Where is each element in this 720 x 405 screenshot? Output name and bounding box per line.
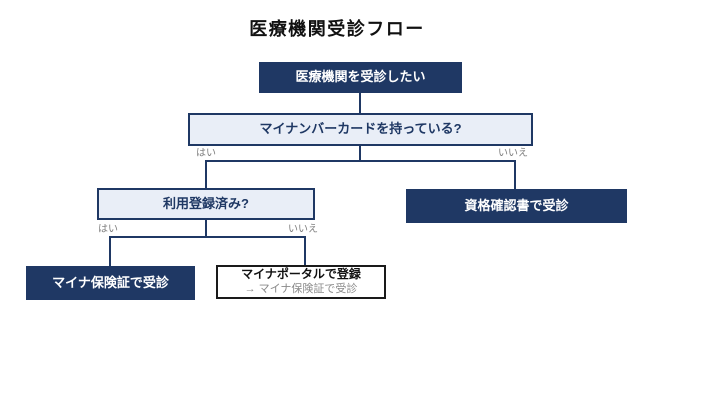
connector-q1-no-vertical: [514, 160, 516, 189]
connector-q2-branch-horizontal: [109, 236, 306, 238]
node-question-registered: 利用登録済み?: [97, 188, 315, 220]
node-outcome-register-portal: マイナポータルで登録 → マイナ保険証で受診: [216, 265, 386, 299]
connector-q1-yes-vertical: [205, 160, 207, 188]
connector-q2-stem: [205, 220, 207, 237]
connector-start-to-q1: [359, 93, 361, 113]
branch-label-q1-no: いいえ: [498, 148, 528, 159]
node-outcome-register-portal-line1: マイナポータルで登録: [241, 267, 361, 282]
connector-q2-yes-vertical: [109, 236, 111, 266]
branch-label-q1-yes: はい: [196, 148, 216, 159]
node-start: 医療機関を受診したい: [259, 62, 462, 93]
node-outcome-myna-insurance: マイナ保険証で受診: [26, 266, 195, 300]
node-question-has-mynumber-card: マイナンバーカードを持っている?: [188, 113, 533, 146]
connector-q1-stem: [359, 145, 361, 162]
node-outcome-register-portal-line2: → マイナ保険証で受診: [244, 283, 358, 296]
branch-label-q2-yes: はい: [98, 224, 118, 235]
connector-q1-branch-horizontal: [205, 160, 516, 162]
node-outcome-certificate: 資格確認書で受診: [406, 189, 627, 223]
page-title: 医療機関受診フロー: [249, 19, 425, 39]
connector-q2-no-vertical: [304, 236, 306, 265]
branch-label-q2-no: いいえ: [288, 224, 318, 235]
